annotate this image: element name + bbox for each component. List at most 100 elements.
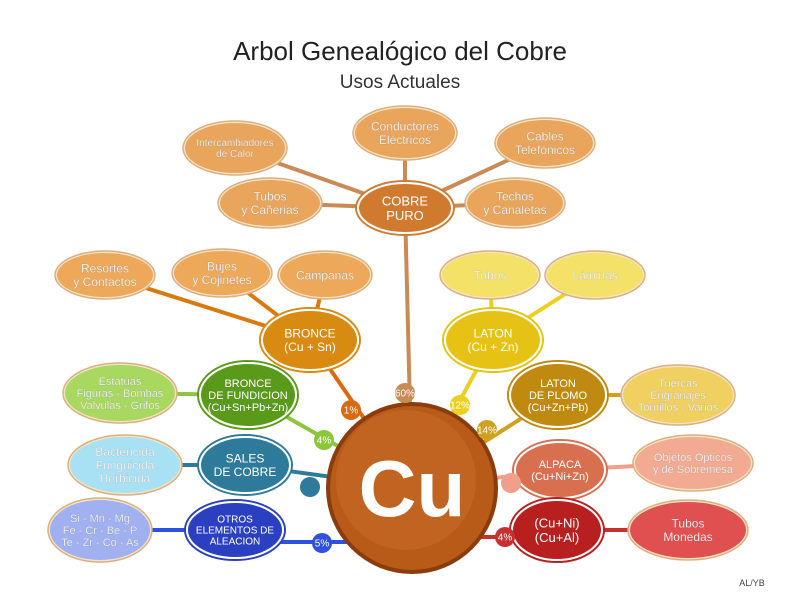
node-label: Fe - Cr - Be - P (63, 525, 138, 537)
node-label: (Cu+Ni+Zn) (531, 471, 588, 483)
node-cuni: (Cu+Ni)(Cu+Al) (509, 497, 605, 563)
node-label: ELEMENTOS DE (196, 526, 274, 537)
diagram-title: Arbol Genealógico del Cobre (233, 36, 567, 66)
copper-symbol: Cu (359, 444, 466, 533)
node-label: Si - Mn - Mg (70, 513, 130, 525)
node-label: Tubos (254, 190, 287, 204)
node-label: (Cu + Zn) (467, 340, 518, 354)
node-label: OTROS (217, 515, 253, 526)
node-label: Monedas (663, 530, 712, 544)
percentage-badge-bronce-fundicion: 4% (314, 430, 334, 450)
author-credit: AL/YB (739, 578, 765, 588)
node-label: y Cañerias (241, 203, 298, 217)
node-label: Tubos (672, 517, 705, 531)
node-label: DE PLOMO (529, 390, 588, 402)
node-campanas: Campanas (277, 250, 373, 300)
percentage-value: 14% (477, 426, 497, 437)
percentage-badge-cuni: 4% (495, 527, 515, 547)
node-label: LATON (474, 327, 513, 341)
node-label: Tuercas (658, 378, 698, 390)
node-label: (Cu + Sn) (284, 340, 336, 354)
diagram-subtitle: Usos Actuales (340, 72, 460, 93)
node-label: (Cu+Ni) (534, 516, 579, 531)
node-label: y Canaletas (483, 203, 546, 217)
node-label: Figuras - Bombas (77, 388, 164, 400)
node-label: Te - Zr - Co - As (61, 537, 139, 549)
node-laminas: Láminas (544, 250, 646, 300)
node-label: ALPACA (539, 459, 582, 471)
node-label: BRONCE (224, 378, 271, 390)
copper-center-node: Cu (326, 402, 498, 574)
node-label: Bujes (207, 260, 237, 274)
percentage-value: 4% (498, 533, 513, 544)
node-label: Telefónicos (515, 143, 575, 157)
node-label: de Calor (216, 149, 254, 160)
node-label: Eléctricos (379, 133, 431, 147)
percentage-value: 12% (450, 401, 470, 412)
node-bronce: BRONCE(Cu + Sn) (259, 307, 361, 373)
node-label: (Cu+Sn+Pb+Zn) (208, 402, 288, 414)
node-label: PURO (386, 208, 424, 223)
node-laton: LATON(Cu + Zn) (442, 307, 544, 373)
node-label: Tubos (474, 268, 507, 282)
percentage-badge-cobre-puro: 60% (395, 383, 415, 403)
node-label: DE COBRE (214, 465, 277, 479)
node-label: BRONCE (284, 327, 335, 341)
percentage-badges: 60% 1% 12% 4% 14% 5% 4% (300, 383, 521, 553)
node-label: (Cu+Zn+Pb) (528, 402, 589, 414)
node-label: y Contactos (73, 275, 136, 289)
node-label: Valvulas - Grifos (80, 400, 160, 412)
node-label: Láminas (572, 268, 617, 282)
node-label: y Cojinetes (192, 273, 251, 287)
percentage-value: 5% (315, 539, 330, 550)
node-label: SALES (226, 452, 265, 466)
node-label: y de Sobremesa (653, 464, 734, 476)
node-label: Techos (496, 190, 534, 204)
percentage-value: 1% (344, 406, 359, 417)
node-label: Objetos Opticos (654, 452, 733, 464)
alpaca-dot (501, 473, 521, 493)
percentage-badge-otros: 5% (312, 533, 332, 553)
node-label: Herbicida (100, 472, 151, 486)
node-label: Engranajes (650, 390, 706, 402)
sales-dot (300, 477, 320, 497)
node-label: Campanas (296, 268, 354, 282)
node-alpaca: ALPACA(Cu+Ni+Zn) (512, 439, 608, 501)
node-label: Funguicida (96, 458, 155, 472)
percentage-badge-laton-plomo: 14% (477, 420, 497, 440)
percentage-value: 60% (395, 389, 415, 400)
node-label: DE FUNDICION (208, 390, 288, 402)
node-label: Intercambiadores (196, 138, 273, 149)
node-label: Tornillos - Varios (638, 402, 719, 414)
node-tubos-laton: Tubos (439, 250, 541, 300)
node-label: Bactericida (95, 445, 155, 459)
node-label: Estatuas (99, 376, 142, 388)
node-label: Cables (526, 130, 563, 144)
percentage-badge-laton: 12% (450, 395, 470, 415)
node-label: Resortes (81, 262, 129, 276)
node-label: LATON (540, 378, 576, 390)
node-label: (Cu+Al) (535, 530, 579, 545)
node-label: Conductores (371, 120, 439, 134)
node-label: ALEACION (210, 537, 261, 548)
